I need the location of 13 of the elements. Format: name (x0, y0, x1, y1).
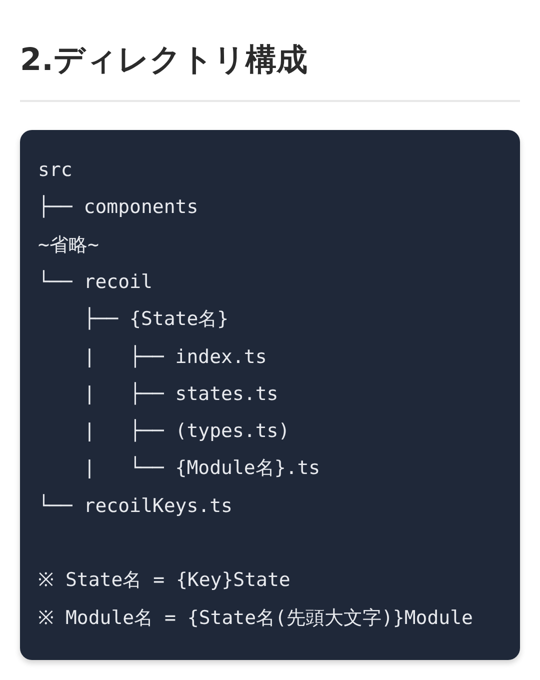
code-line: | ├── index.ts (84, 344, 267, 370)
section-heading: 2.ディレクトリ構成 (20, 42, 308, 80)
code-line: | ├── states.ts (84, 381, 278, 407)
code-line: ~省略~ (38, 232, 99, 258)
code-line: ※ State名 = {Key}State (38, 568, 290, 594)
code-line: └── recoil (38, 269, 152, 295)
code-line: | ├── (types.ts) (84, 418, 290, 444)
code-line: src (38, 158, 72, 183)
code-line: ※ Module名 = {State名(先頭大文字)}Module (38, 606, 473, 631)
code-line: └── recoilKeys.ts (38, 493, 232, 519)
code-line: ├── components (38, 194, 198, 220)
code-line: | └── {Module名}.ts (84, 455, 320, 482)
code-line: ├── {State名} (84, 306, 229, 332)
